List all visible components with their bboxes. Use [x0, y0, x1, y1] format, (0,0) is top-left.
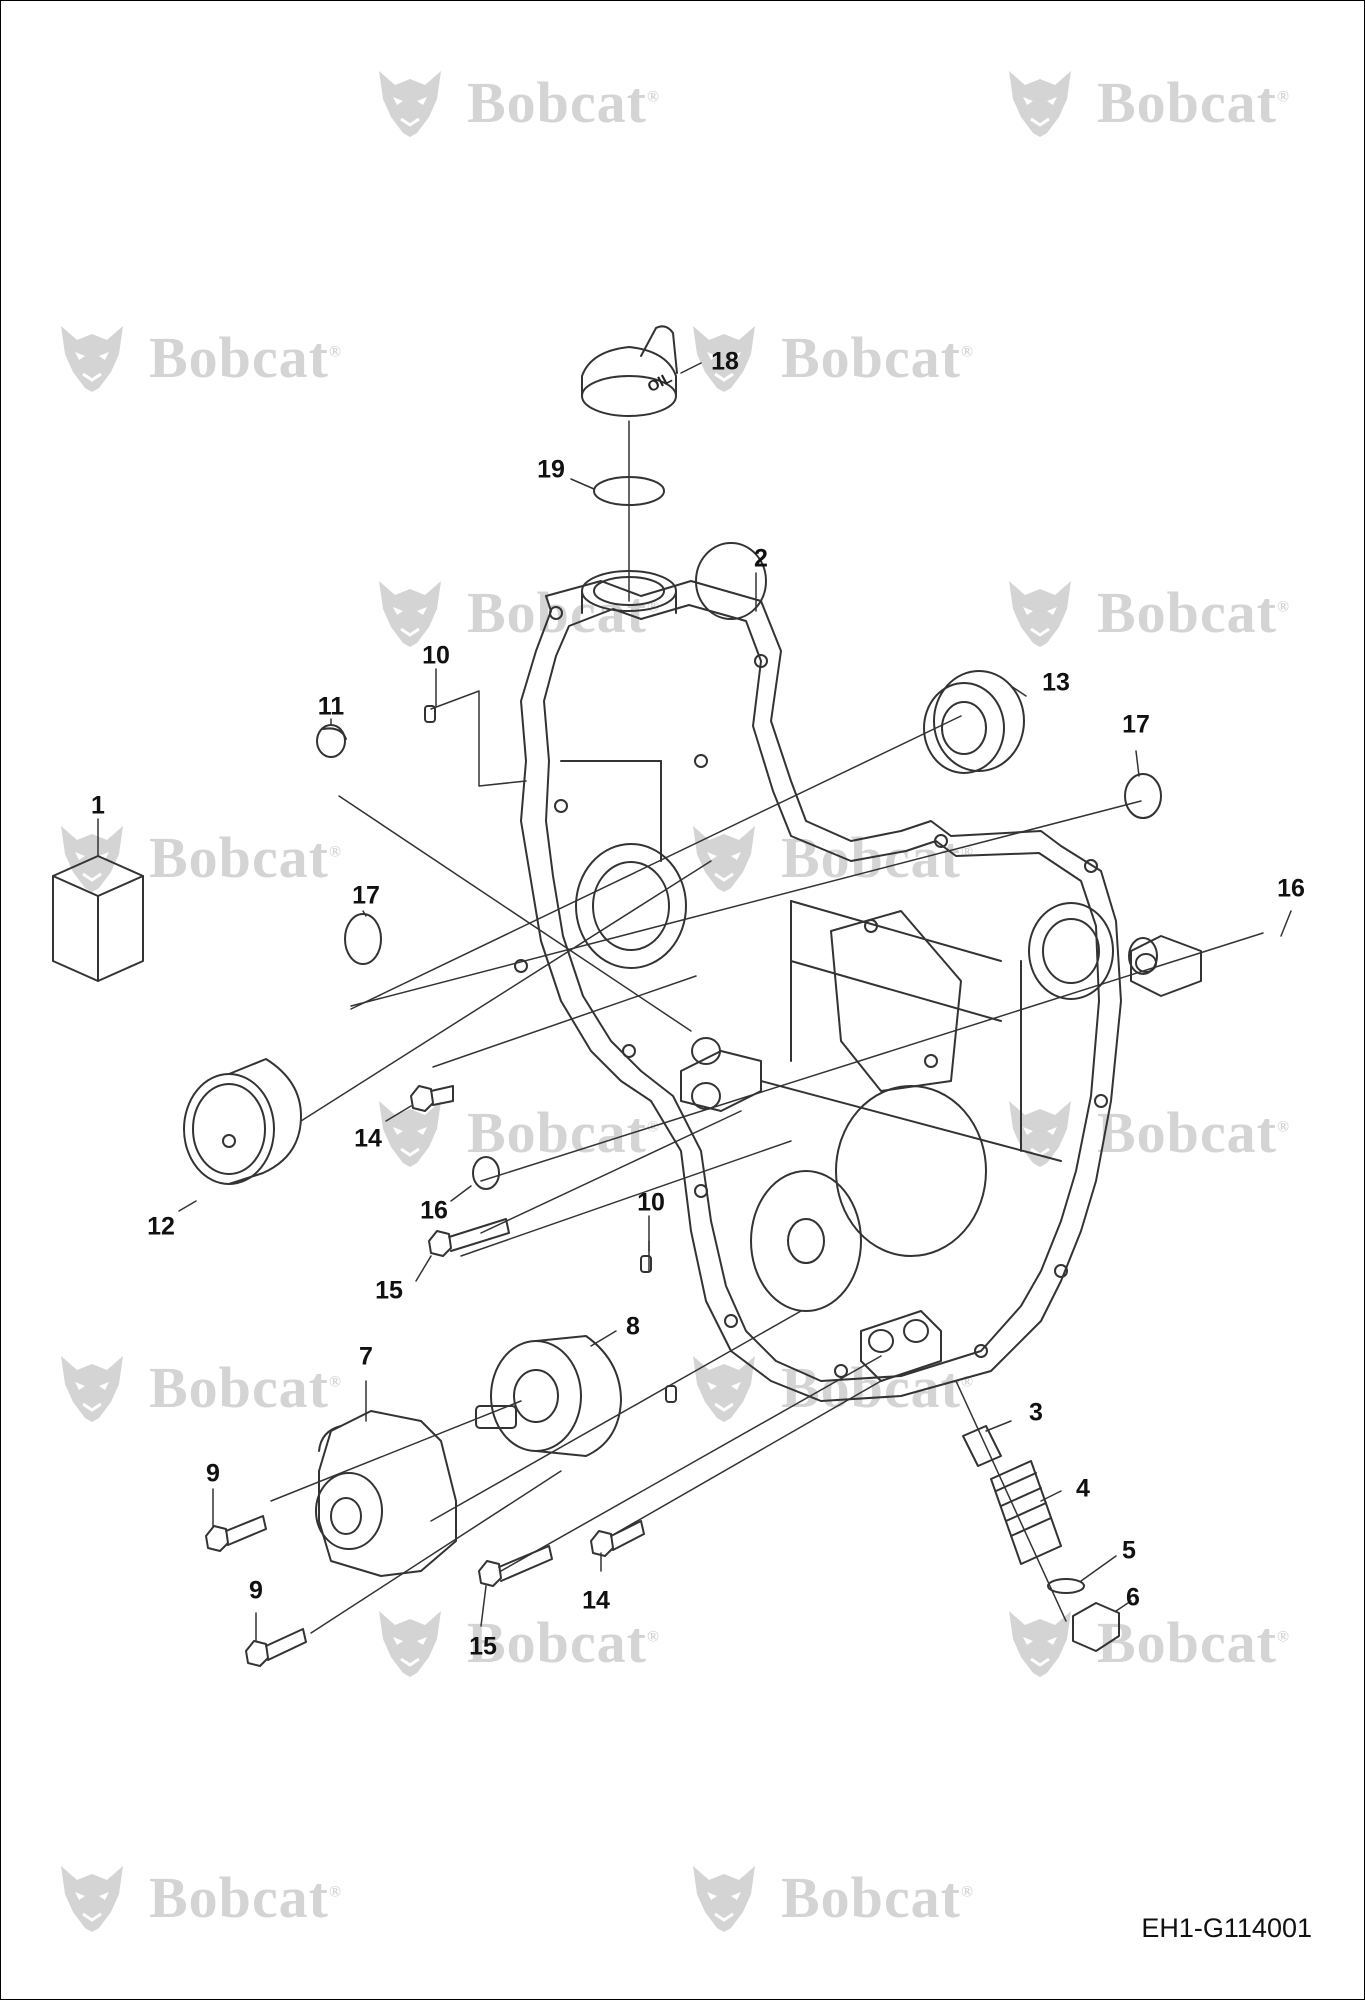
bobcat-watermark: Bobcat® — [371, 1601, 691, 1681]
bobcat-logo-icon — [1009, 1611, 1071, 1677]
bobcat-logo-icon — [61, 1356, 123, 1422]
bolts — [205, 1085, 645, 1667]
bobcat-watermark-text: Bobcat® — [781, 325, 974, 390]
callout-16-right: 16 — [1277, 874, 1305, 903]
bobcat-watermark: Bobcat® — [685, 1856, 1005, 1936]
callout-9-upper: 9 — [206, 1459, 220, 1488]
bobcat-watermark: Bobcat® — [1001, 61, 1321, 141]
bobcat-watermark-text: Bobcat® — [1097, 1100, 1290, 1165]
callout-18: 18 — [711, 347, 739, 376]
bobcat-watermark: Bobcat® — [371, 61, 691, 141]
callout-3: 3 — [1029, 1398, 1043, 1427]
callout-10-upper: 10 — [422, 641, 450, 670]
callout-15-lower: 15 — [469, 1632, 497, 1661]
bobcat-logo-icon — [693, 826, 755, 892]
bobcat-logo-icon — [379, 581, 441, 647]
registered-mark: ® — [647, 1628, 660, 1646]
callout-8: 8 — [626, 1312, 640, 1341]
bobcat-watermark-text: Bobcat® — [1097, 70, 1290, 135]
registered-mark: ® — [647, 88, 660, 106]
kit-box — [52, 855, 144, 982]
registered-mark: ® — [329, 343, 342, 361]
bobcat-watermark: Bobcat® — [53, 316, 373, 396]
bobcat-watermark: Bobcat® — [53, 1856, 373, 1936]
callout-15-upper: 15 — [375, 1276, 403, 1305]
bobcat-watermark: Bobcat® — [685, 316, 1005, 396]
bobcat-logo-icon — [61, 326, 123, 392]
bobcat-watermark-text: Bobcat® — [467, 70, 660, 135]
callout-10-lower: 10 — [637, 1188, 665, 1217]
oil-filler-cap — [581, 325, 678, 417]
registered-mark: ® — [961, 1883, 974, 1901]
registered-mark: ® — [1277, 1118, 1290, 1136]
registered-mark: ® — [647, 598, 660, 616]
bobcat-watermark-text: Bobcat® — [467, 1100, 660, 1165]
registered-mark: ® — [1277, 88, 1290, 106]
bobcat-watermark: Bobcat® — [1001, 571, 1321, 651]
registered-mark: ® — [1277, 1628, 1290, 1646]
callout-12: 12 — [147, 1212, 175, 1241]
registered-mark: ® — [329, 1373, 342, 1391]
callout-6: 6 — [1126, 1583, 1140, 1612]
registered-mark: ® — [329, 843, 342, 861]
oil-pump-rotor — [475, 1335, 622, 1457]
relief-valve-assembly — [962, 1425, 1120, 1652]
bobcat-logo-icon — [693, 326, 755, 392]
bobcat-logo-icon — [379, 1611, 441, 1677]
callout-2: 2 — [754, 544, 768, 573]
oil-filler-neck — [581, 570, 677, 614]
bobcat-logo-icon — [1009, 581, 1071, 647]
callout-9-lower: 9 — [249, 1576, 263, 1605]
bobcat-watermark: Bobcat® — [685, 816, 1005, 896]
callout-14-upper: 14 — [354, 1124, 382, 1153]
callout-16-left: 16 — [420, 1196, 448, 1225]
bobcat-watermark-text: Bobcat® — [149, 325, 342, 390]
bobcat-watermark-text: Bobcat® — [467, 1610, 660, 1675]
oil-pump-housing — [315, 1410, 457, 1577]
registered-mark: ® — [961, 1373, 974, 1391]
callout-5: 5 — [1122, 1536, 1136, 1565]
oil-seal — [183, 1058, 302, 1185]
small-parts — [316, 705, 1162, 1403]
callout-19: 19 — [537, 455, 565, 484]
callout-17-right: 17 — [1122, 710, 1150, 739]
callout-14-lower: 14 — [582, 1586, 610, 1615]
bobcat-watermark-text: Bobcat® — [781, 1865, 974, 1930]
bobcat-watermark: Bobcat® — [371, 571, 691, 651]
bobcat-watermark-text: Bobcat® — [149, 825, 342, 890]
bobcat-watermark-text: Bobcat® — [1097, 580, 1290, 645]
callout-4: 4 — [1076, 1474, 1090, 1503]
callout-17-left: 17 — [352, 881, 380, 910]
registered-mark: ® — [961, 343, 974, 361]
bearing — [923, 670, 1025, 774]
bobcat-watermark: Bobcat® — [1001, 1601, 1321, 1681]
callout-1: 1 — [91, 791, 105, 820]
leader-lines — [270, 420, 1264, 1634]
callout-leaders — [97, 362, 1292, 1642]
bobcat-watermark-text: Bobcat® — [467, 580, 660, 645]
registered-mark: ® — [961, 843, 974, 861]
bobcat-watermark: Bobcat® — [53, 1346, 373, 1426]
bobcat-logo-icon — [379, 1101, 441, 1167]
bobcat-logo-icon — [61, 1866, 123, 1932]
registered-mark: ® — [1277, 598, 1290, 616]
callout-7: 7 — [359, 1342, 373, 1371]
bobcat-logo-icon — [379, 71, 441, 137]
gear-case — [514, 542, 1202, 1402]
oil-cap-text: OIL — [645, 369, 675, 396]
registered-mark: ® — [329, 1883, 342, 1901]
o-ring — [593, 476, 665, 506]
callout-13: 13 — [1042, 668, 1070, 697]
bobcat-watermark-text: Bobcat® — [149, 1865, 342, 1930]
bobcat-watermark-text: Bobcat® — [149, 1355, 342, 1420]
bobcat-logo-icon — [693, 1356, 755, 1422]
diagram-id: EH1-G114001 — [1141, 1913, 1312, 1943]
callout-11: 11 — [317, 692, 345, 721]
bobcat-watermark-text: Bobcat® — [1097, 1610, 1290, 1675]
bobcat-logo-icon — [693, 1866, 755, 1932]
bobcat-watermark: Bobcat® — [371, 1091, 691, 1171]
bobcat-logo-icon — [1009, 71, 1071, 137]
